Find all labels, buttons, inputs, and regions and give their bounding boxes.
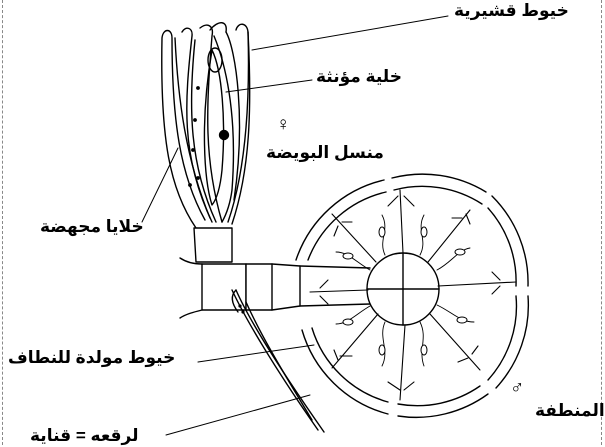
antheridium (295, 173, 530, 419)
label-oogonium-cell: خلية مؤنثة (316, 67, 402, 87)
label-antheridium-region: المنطفة (535, 401, 605, 420)
leader-lines (141, 15, 449, 436)
male-symbol: ♂ (510, 377, 524, 398)
label-thallus-note: لرقعه = قناية (30, 426, 139, 446)
nucleus-dot (218, 129, 230, 141)
label-antheridial-filaments: خيوط مولدة للنطاف (8, 348, 175, 368)
label-oogonium-organ: منسل البويضة (266, 143, 384, 163)
oogonium (161, 22, 251, 263)
label-ovum-cells: خلايا مجهضة (40, 217, 144, 237)
label-cortical-filaments: خيوط قشيرية (454, 1, 569, 21)
stem-node (179, 257, 371, 433)
female-symbol: ♀ (276, 114, 290, 135)
